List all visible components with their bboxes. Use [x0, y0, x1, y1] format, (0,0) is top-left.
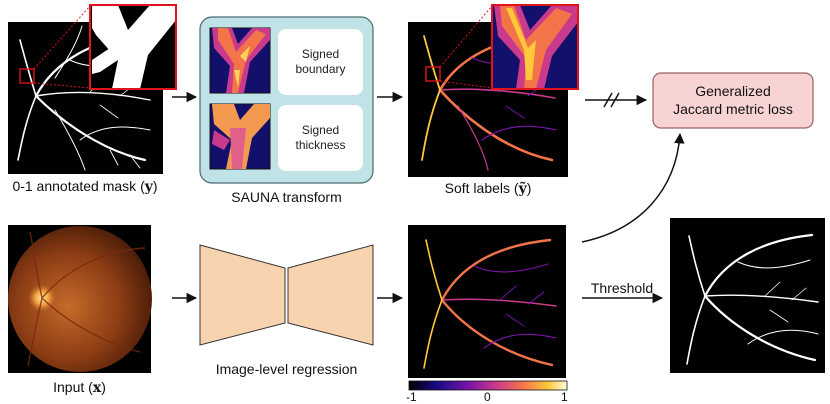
soft-caption-close: )	[526, 180, 532, 196]
signed-boundary-line2: boundary	[295, 62, 346, 76]
signed-boundary-heatmap	[209, 27, 271, 94]
mask-zoom-inset	[89, 4, 177, 90]
gradient-stop-slash-2	[610, 92, 620, 108]
regression-network	[199, 244, 374, 346]
input-caption-close: )	[101, 379, 106, 395]
soft-labels-caption: Soft labels (ỹ)	[408, 180, 568, 197]
thresholded-mask-image	[670, 218, 825, 373]
mask-caption: 0-1 annotated mask (y)	[0, 178, 170, 195]
arrow-prediction-to-loss	[581, 132, 685, 243]
gradient-stop-slash-1	[603, 92, 613, 108]
jaccard-loss-label: Generalized Jaccard metric loss	[653, 82, 813, 118]
colorbar-tick-min: -1	[406, 390, 417, 404]
colorbar-tick-max: 1	[561, 390, 568, 404]
sauna-caption: SAUNA transform	[231, 189, 342, 205]
signed-thickness-heatmap	[209, 103, 271, 170]
input-fundus-image	[8, 225, 152, 373]
mask-caption-symbol: y	[144, 179, 153, 195]
colorbar-tick-mid: 0	[484, 390, 491, 404]
mask-caption-text: 0-1 annotated mask (	[12, 178, 145, 194]
signed-thickness-line1: Signed	[301, 123, 340, 137]
flow-arrows	[172, 91, 685, 304]
signed-boundary-panel	[278, 29, 363, 95]
jaccard-loss-box	[652, 72, 814, 129]
jaccard-loss-line2: Jaccard metric loss	[673, 101, 793, 117]
mask-caption-close: )	[152, 178, 158, 194]
colorbar	[408, 380, 568, 391]
regression-caption: Image-level regression	[215, 361, 358, 377]
soft-caption-text: Soft labels (	[444, 180, 519, 196]
signed-thickness-panel	[278, 105, 363, 171]
soft-caption-symbol: ỹ	[518, 181, 527, 197]
jaccard-loss-line1: Generalized	[695, 83, 771, 99]
signed-boundary-line1: Signed	[301, 47, 340, 61]
soft-labels-zoom-inset	[491, 4, 579, 90]
prediction-soft-map	[408, 225, 566, 378]
input-caption-text: Input (	[53, 379, 93, 395]
threshold-label: Threshold	[590, 280, 654, 296]
signed-thickness-line2: thickness	[295, 138, 346, 152]
input-caption: Input (x)	[8, 379, 151, 396]
input-caption-symbol: x	[92, 380, 102, 396]
